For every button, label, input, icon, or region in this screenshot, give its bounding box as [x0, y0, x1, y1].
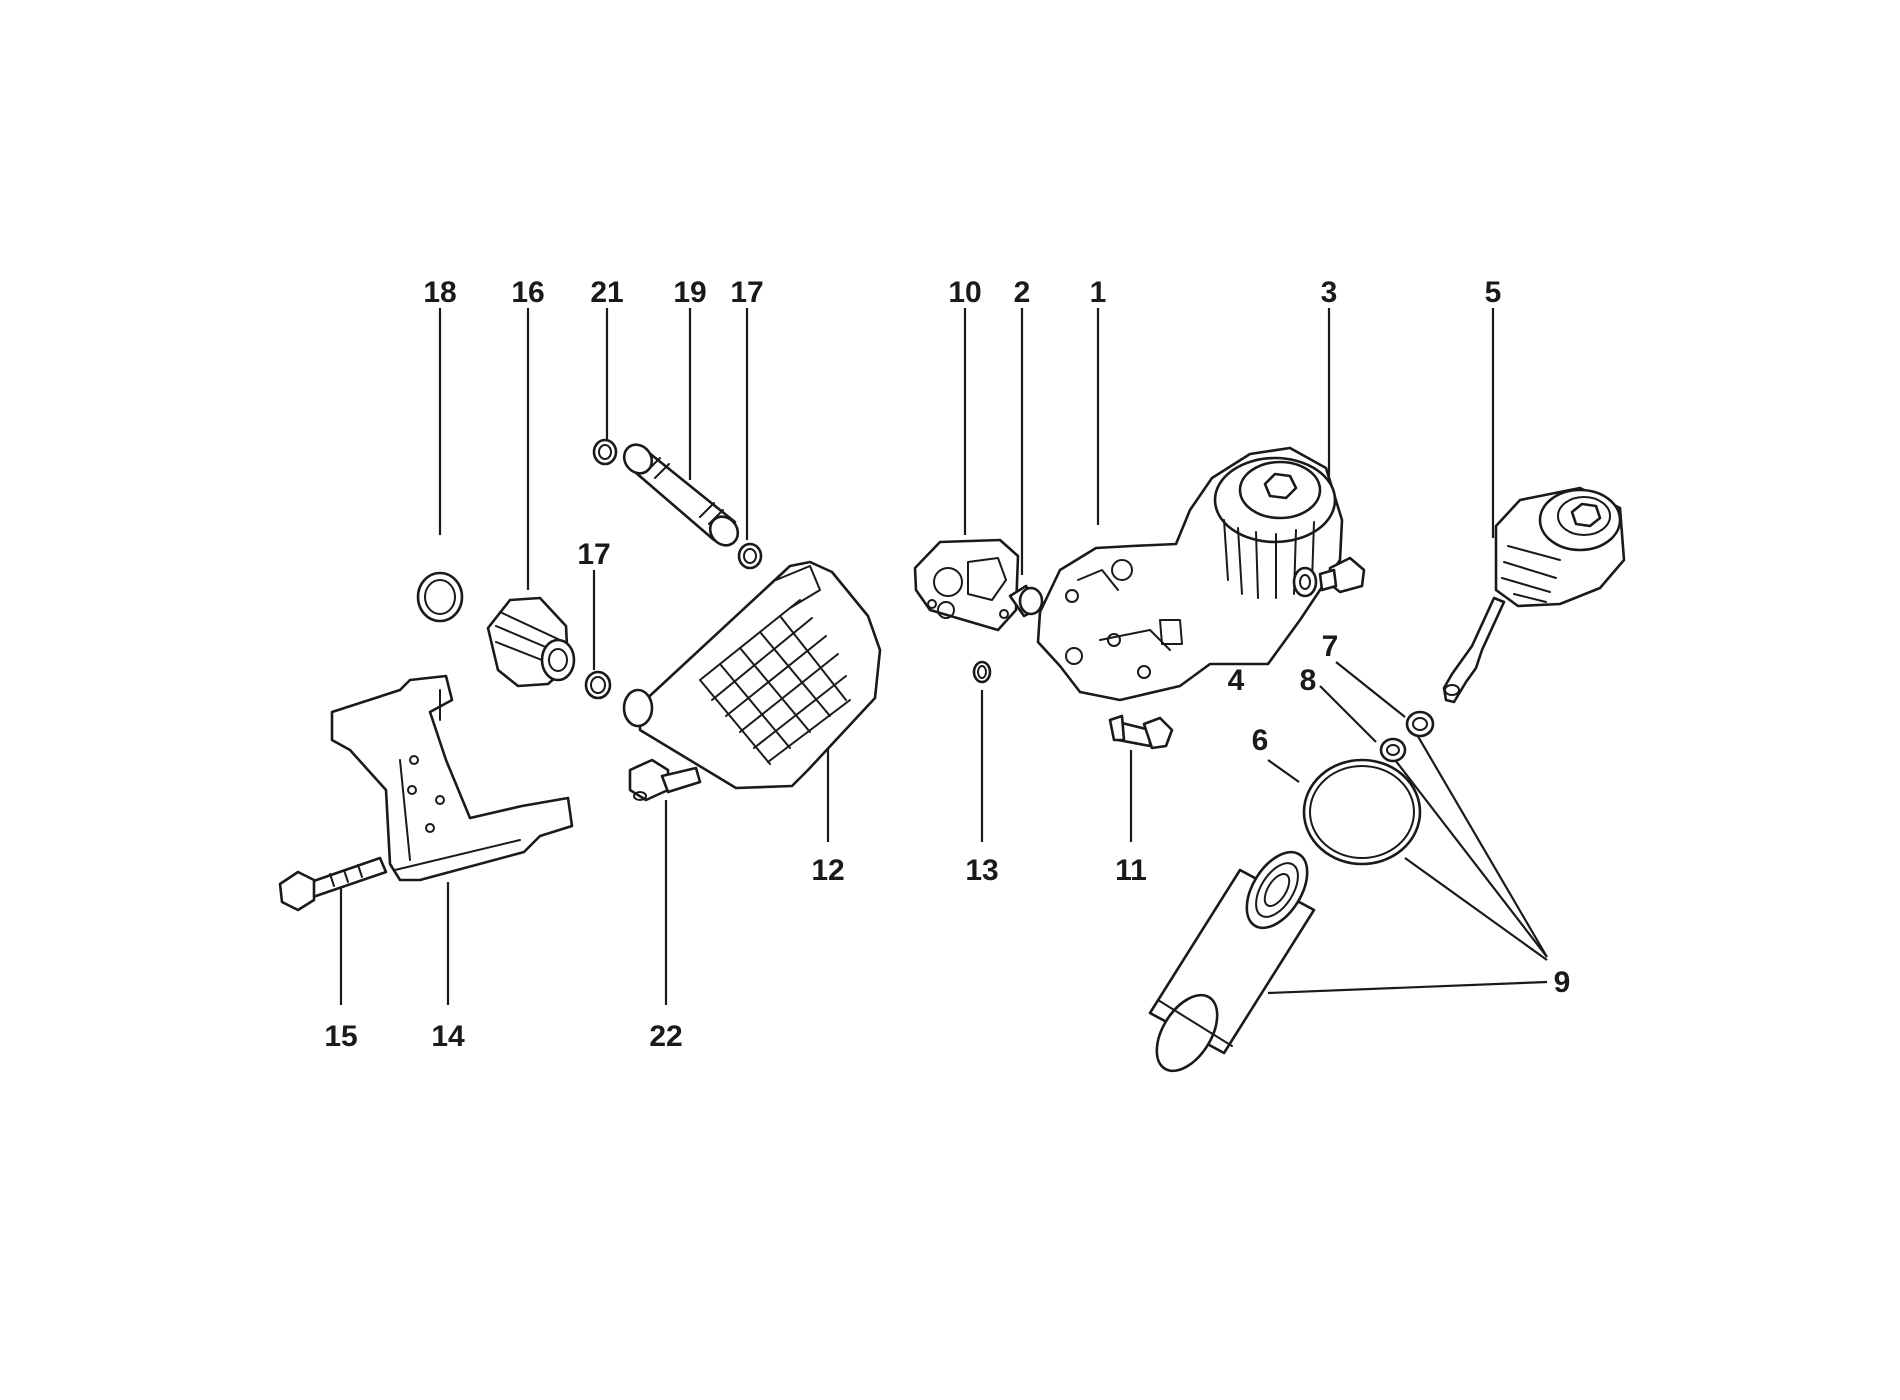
callout-17-upper: 17 [730, 276, 763, 309]
bracket-14-shape [330, 674, 574, 882]
bolt-22-shape [628, 758, 702, 802]
o-ring-6-shape [1302, 758, 1422, 866]
o-ring-17-upper-shape [737, 542, 763, 570]
plug-screw-3-shape [1318, 556, 1366, 594]
o-ring-18-shape [416, 571, 464, 623]
gasket-10-shape [913, 538, 1020, 632]
callout-10: 10 [948, 276, 981, 309]
bolt-15-shape [278, 856, 388, 912]
callout-3: 3 [1321, 276, 1338, 309]
o-ring-21-shape [592, 438, 618, 466]
filter-housing-1-shape [1036, 446, 1344, 702]
callout-7: 7 [1322, 630, 1339, 663]
washer-4-shape [1292, 566, 1318, 598]
callout-19: 19 [673, 276, 706, 309]
callout-15: 15 [324, 1020, 357, 1053]
callout-1: 1 [1090, 276, 1107, 309]
callout-6: 6 [1252, 724, 1269, 757]
callout-4: 4 [1228, 664, 1245, 697]
filter-element-shape [1148, 850, 1316, 1073]
o-ring-13-shape [972, 660, 992, 684]
o-ring-7-shape [1405, 710, 1435, 738]
callout-21: 21 [590, 276, 623, 309]
connecting-tube-19-shape [622, 443, 740, 547]
callout-12: 12 [811, 854, 844, 887]
callout-18: 18 [423, 276, 456, 309]
callout-9: 9 [1554, 966, 1571, 999]
valve-insert-16-shape [486, 596, 576, 688]
callout-14: 14 [431, 1020, 465, 1053]
callout-13: 13 [965, 854, 998, 887]
callout-labels: 18 16 21 19 17 17 10 2 1 3 5 4 7 8 6 12 … [324, 276, 1570, 1053]
callout-11: 11 [1115, 854, 1147, 887]
callout-22: 22 [649, 1020, 682, 1053]
oil-cooler-12-shape [622, 560, 882, 790]
callout-2: 2 [1014, 276, 1031, 309]
callout-8: 8 [1300, 664, 1317, 697]
callout-5: 5 [1485, 276, 1502, 309]
callout-16: 16 [511, 276, 544, 309]
o-ring-17-lower-shape [584, 670, 612, 700]
dowel-sleeve-2-shape [1008, 584, 1044, 618]
callout-17-lower: 17 [577, 538, 610, 571]
filter-cap-5-shape [1442, 486, 1626, 704]
o-ring-8-shape [1379, 737, 1407, 763]
bolt-11-shape [1108, 714, 1174, 750]
